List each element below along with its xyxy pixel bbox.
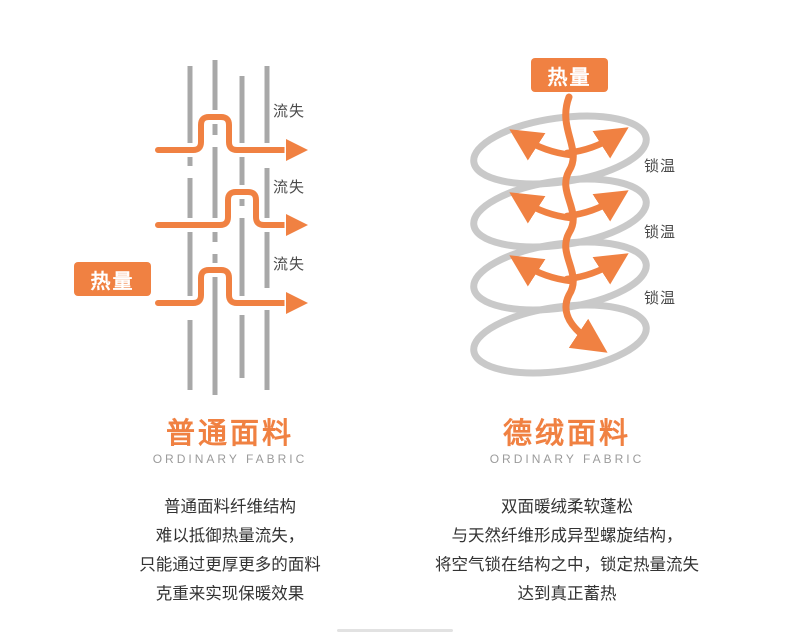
description-line: 只能通过更厚更多的面料 bbox=[139, 556, 321, 574]
left-panel-description: 普通面料纤维结构 难以抵御热量流失， 只能通过更厚更多的面料 克重来实现保暖效果 bbox=[55, 493, 405, 609]
lock-branch-arrow bbox=[509, 192, 575, 224]
develvet-fabric-diagram bbox=[470, 93, 650, 377]
right-panel-title: 德绒面料 bbox=[502, 418, 631, 450]
loss-label: 流失 bbox=[273, 256, 306, 273]
lock-label: 锁温 bbox=[644, 290, 677, 307]
bottom-divider bbox=[337, 629, 453, 632]
arrowhead-icon bbox=[284, 212, 310, 238]
lock-branch-arrow bbox=[509, 129, 575, 161]
heat-arrow bbox=[155, 189, 289, 228]
description-line: 普通面料纤维结构 bbox=[164, 498, 296, 516]
arrowhead-icon bbox=[284, 290, 310, 316]
description-line: 难以抵御热量流失， bbox=[155, 527, 305, 545]
arrowhead-icon bbox=[284, 137, 310, 163]
lock-label: 锁温 bbox=[644, 158, 677, 175]
left-panel-title: 普通面料 bbox=[165, 418, 294, 450]
coil-loop bbox=[470, 301, 650, 377]
spiral-fiber-coil bbox=[470, 112, 650, 377]
left-panel-subtitle: ORDINARY FABRIC bbox=[152, 452, 308, 466]
description-line: 克重来实现保暖效果 bbox=[155, 585, 305, 603]
lock-label: 锁温 bbox=[644, 224, 677, 241]
heat-arrow bbox=[155, 267, 289, 306]
heat-arrow bbox=[155, 114, 289, 153]
description-line: 达到真正蓄热 bbox=[517, 585, 617, 603]
loss-label: 流失 bbox=[273, 179, 306, 196]
lock-branch-arrow bbox=[509, 255, 575, 287]
ordinary-fabric-diagram bbox=[151, 60, 310, 395]
description-line: 将空气锁在结构之中，锁定热量流失 bbox=[435, 556, 699, 574]
heat-badge: 热量 bbox=[74, 262, 151, 296]
right-panel-subtitle: ORDINARY FABRIC bbox=[489, 452, 645, 466]
description-line: 双面暖绒柔软蓬松 bbox=[501, 498, 633, 516]
heat-escape-arrows bbox=[151, 110, 310, 316]
right-panel-description: 双面暖绒柔软蓬松 与天然纤维形成异型螺旋结构， 将空气锁在结构之中，锁定热量流失… bbox=[400, 493, 734, 609]
heat-lock-arrows bbox=[509, 93, 629, 353]
description-line: 与天然纤维形成异型螺旋结构， bbox=[451, 527, 683, 545]
loss-label: 流失 bbox=[273, 103, 306, 120]
heat-badge: 热量 bbox=[531, 58, 608, 92]
